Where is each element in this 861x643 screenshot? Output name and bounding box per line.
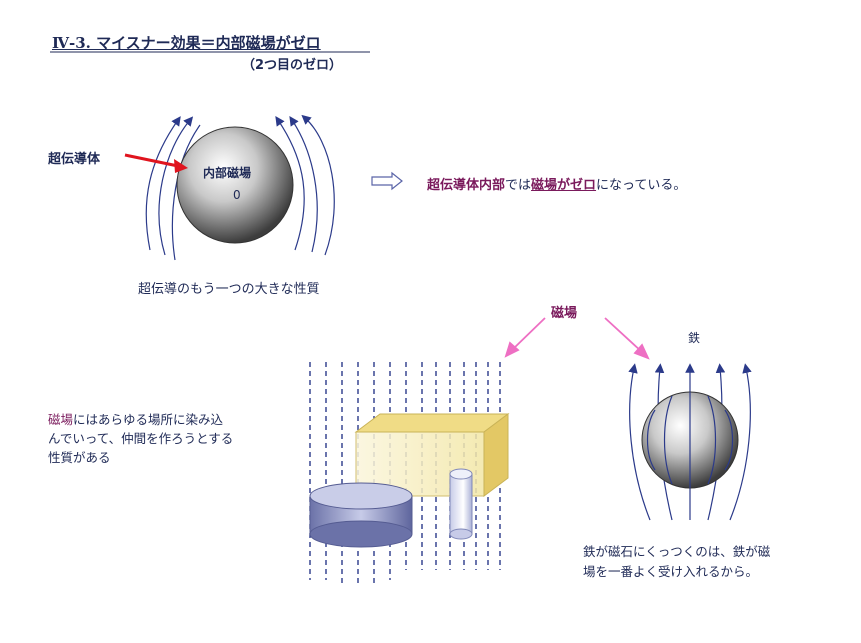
implies-arrow [371,171,403,191]
statement-part1: 超伝導体内部 [427,178,506,193]
iron-description-line2: 場を一番よく受け入れるから。 [583,564,759,579]
field-description: 磁場にはあらゆる場所に染み込 んでいって、仲間を作ろうとする 性質がある [48,410,308,467]
superconductor-field-lines [145,114,335,261]
superconductor-caption: 超伝導のもう一つの大きな性質 [138,282,320,297]
field-description-line1: にはあらゆる場所に染み込 [73,412,224,427]
superconductor-sphere [176,126,294,244]
statement-part3: 磁場がゼロ [531,178,597,193]
red-arrow [124,153,188,173]
iron-label: 鉄 [688,331,701,345]
magnetic-field-label: 磁場 [551,306,578,321]
disk-cylinder [309,482,413,548]
iron-description: 鉄が磁石にくっつくのは、鉄が磁 場を一番よく受け入れるから。 [583,542,823,582]
superconductor-label: 超伝導体 [48,152,101,167]
field-description-highlight: 磁場 [48,412,74,427]
meissner-statement: 超伝導体内部では磁場がゼロになっている。 [427,174,686,193]
inner-field-label: 内部磁場 [203,166,252,180]
page-title: Ⅳ-3. マイスナー効果＝内部磁場がゼロ [52,34,321,52]
field-description-line3: 性質がある [48,450,111,465]
thin-cylinder [449,468,473,540]
statement-part2: では [505,178,532,193]
page-subtitle: （2つ目のゼロ） [242,58,343,73]
iron-inner-lines [646,392,734,488]
inner-field-value: 0 [233,188,241,202]
statement-part4: になっている。 [596,178,687,193]
iron-description-line1: 鉄が磁石にくっつくのは、鉄が磁 [583,544,771,559]
field-description-line2: んでいって、仲間を作ろうとする [48,431,234,446]
pink-arrows [504,317,650,360]
